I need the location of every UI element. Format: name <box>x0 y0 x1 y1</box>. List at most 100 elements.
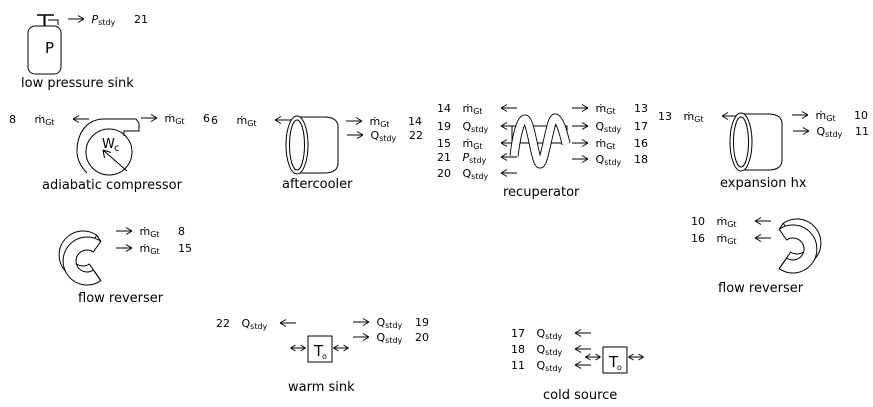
arrow-left-icon <box>278 318 296 328</box>
expansion-cylinder-icon[interactable] <box>728 109 786 175</box>
port-quantity: ṁGt <box>139 225 175 239</box>
port-number: 10 <box>691 215 705 228</box>
port-flow-reverser-right-in-1: 10 ṁGt <box>691 215 771 229</box>
quantity-base: ṁ <box>236 114 248 127</box>
quantity-subscript: stdy <box>604 158 622 167</box>
arrow-right-icon <box>116 243 134 253</box>
quantity-subscript: stdy <box>250 322 268 331</box>
recuperator-coil-icon[interactable] <box>508 112 572 172</box>
quantity-subscript: stdy <box>825 130 843 139</box>
port-warm-sink-in: 22 Qstdy <box>216 317 296 331</box>
port-number: 6 <box>203 112 210 125</box>
temperature-base: T <box>608 353 619 371</box>
quantity-base: Q <box>370 129 380 142</box>
quantity-base: ṁ <box>139 225 151 238</box>
port-cold-source-in-3: 11 Qstdy <box>511 359 591 373</box>
quantity-base: Q <box>595 120 605 133</box>
port-quantity: Qstdy <box>817 125 852 139</box>
port-aftercooler-out-2: Qstdy 22 <box>347 129 431 143</box>
quantity-subscript: stdy <box>545 348 563 357</box>
quantity-subscript: Gt <box>150 230 160 239</box>
port-number: 20 <box>415 331 429 344</box>
arrow-right-icon <box>793 126 811 136</box>
component-label-aftercooler: aftercooler <box>282 177 353 192</box>
port-recuperator-right-4: Qstdy 18 <box>572 153 656 167</box>
quantity-subscript: Gt <box>175 117 185 126</box>
port-number: 17 <box>634 120 648 133</box>
port-number: 18 <box>634 153 648 166</box>
quantity-base: P <box>91 13 99 26</box>
port-quantity: Qstdy <box>463 120 496 134</box>
port-quantity: Qstdy <box>596 153 631 167</box>
quantity-base: Q <box>536 343 546 356</box>
double-arrow-icon <box>332 343 350 353</box>
port-number: 18 <box>511 343 525 356</box>
port-aftercooler-in: 6 ṁGt <box>211 114 291 128</box>
arrow-left-icon <box>753 216 771 226</box>
cooler-cylinder-icon[interactable] <box>284 112 342 178</box>
quantity-subscript: Gt <box>45 118 55 127</box>
arrow-right-icon <box>353 332 371 342</box>
quantity-base: Q <box>376 331 386 344</box>
quantity-subscript: stdy <box>545 364 563 373</box>
quantity-subscript: Gt <box>727 237 737 246</box>
temperature-box-icon[interactable]: T o <box>305 334 333 364</box>
arrow-left-icon <box>71 114 89 124</box>
port-number: 21 <box>437 151 451 164</box>
flow-reverser-icon[interactable] <box>768 214 822 276</box>
quantity-base: ṁ <box>164 112 176 125</box>
arrow-right-icon <box>572 154 590 164</box>
quantity-base: Q <box>462 167 472 180</box>
port-quantity: Qstdy <box>536 343 570 357</box>
port-recuperator-left-4: 21 Pstdy <box>437 151 517 165</box>
quantity-base: ṁ <box>683 110 695 123</box>
quantity-base: Q <box>536 359 546 372</box>
quantity-base: ṁ <box>595 137 607 150</box>
port-quantity: ṁGt <box>683 110 717 124</box>
arrow-left-icon <box>499 103 517 113</box>
arrow-right-icon <box>572 121 590 131</box>
arrow-right-icon <box>116 226 134 236</box>
component-label-low-pressure-sink: low pressure sink <box>21 76 134 91</box>
temperature-subscript: o <box>322 352 327 361</box>
quantity-subscript: stdy <box>469 156 487 165</box>
double-arrow-icon <box>289 343 307 353</box>
temperature-box-icon[interactable]: T o <box>600 345 628 375</box>
quantity-base: ṁ <box>815 109 827 122</box>
port-quantity: ṁGt <box>463 102 496 116</box>
quantity-base: ṁ <box>369 115 381 128</box>
port-number: 20 <box>437 167 451 180</box>
port-recuperator-left-2: 19 Qstdy <box>437 120 517 134</box>
port-number: 6 <box>211 114 218 127</box>
component-label-adiabatic-compressor: adiabatic compressor <box>42 178 182 193</box>
arrow-left-icon <box>573 328 591 338</box>
quantity-subscript: Gt <box>606 142 616 151</box>
port-number: 17 <box>511 327 525 340</box>
port-recuperator-left-1: 14 ṁGt <box>437 102 517 116</box>
quantity-base: ṁ <box>716 215 728 228</box>
arrow-right-icon <box>347 130 365 140</box>
port-quantity: ṁGt <box>815 109 851 123</box>
flow-reverser-icon[interactable] <box>58 226 112 288</box>
quantity-base: ṁ <box>34 113 46 126</box>
quantity-subscript: stdy <box>471 125 489 134</box>
port-quantity: ṁGt <box>463 137 496 151</box>
port-aftercooler-out-1: ṁGt 14 <box>346 115 430 129</box>
quantity-subscript: Gt <box>694 115 704 124</box>
port-recuperator-right-1: ṁGt 13 <box>572 102 656 116</box>
port-cold-source-in-2: 18 Qstdy <box>511 343 591 357</box>
gas-bottle-icon[interactable]: P <box>25 11 65 79</box>
port-number: 11 <box>511 359 525 372</box>
port-number: 11 <box>855 125 869 138</box>
compressor-icon[interactable]: W c <box>76 114 144 178</box>
port-number: 10 <box>854 109 868 122</box>
port-number: 16 <box>691 232 705 245</box>
port-expansion-hx-in: 13 ṁGt <box>658 110 738 124</box>
port-quantity: Qstdy <box>377 316 412 330</box>
port-warm-sink-out-2: Qstdy 20 <box>353 331 437 345</box>
port-quantity: Qstdy <box>537 327 570 341</box>
port-number: 14 <box>437 102 451 115</box>
temperature-base: T <box>313 342 324 360</box>
quantity-subscript: stdy <box>471 172 489 181</box>
